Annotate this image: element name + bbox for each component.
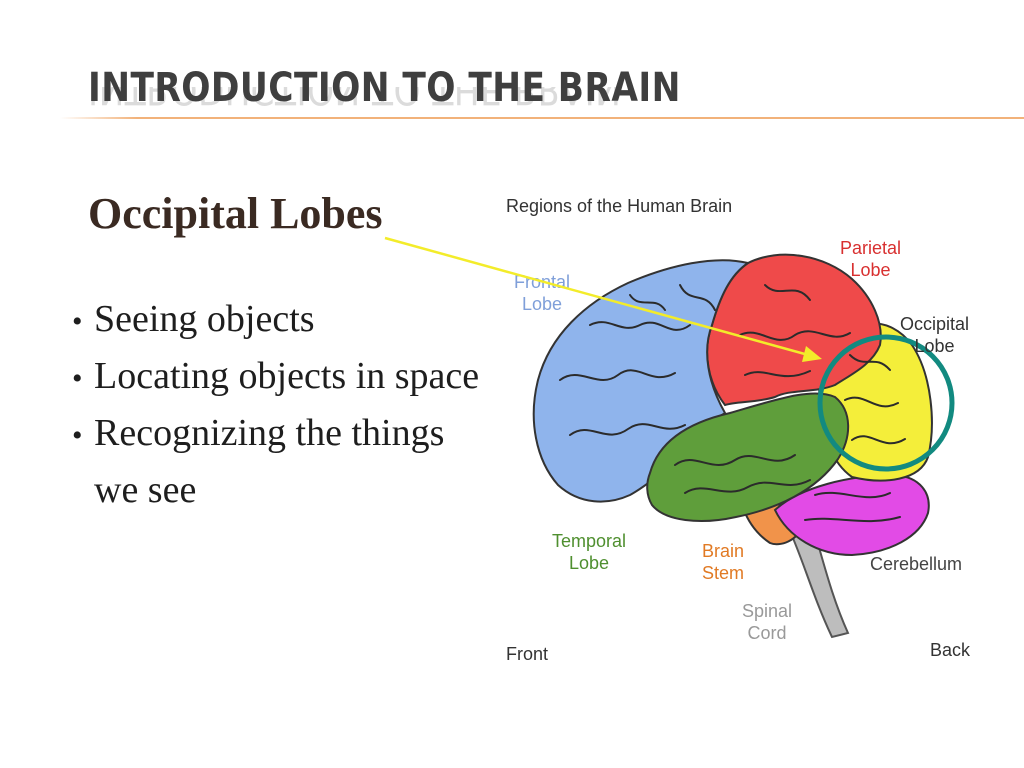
- bullet-dot-icon: •: [72, 419, 83, 452]
- slide-title: Introduction to the Brain: [88, 65, 681, 111]
- label-temporal-lobe: Temporal Lobe: [552, 531, 627, 573]
- bullet-dot-icon: •: [72, 362, 83, 395]
- brain-diagram: Regions of the Human Brain Frontal Lobe …: [480, 175, 1000, 695]
- diagram-heading: Regions of the Human Brain: [506, 196, 733, 216]
- title-underline: [60, 117, 1024, 119]
- bullet-item: • Locating objects in space: [72, 349, 484, 406]
- label-frontal-lobe: Frontal Lobe: [514, 272, 571, 314]
- bullet-text: Locating objects in space: [94, 355, 480, 397]
- label-front: Front: [506, 644, 549, 664]
- slide-subtitle: Occipital Lobes: [88, 189, 383, 238]
- cerebellum-region: [773, 473, 930, 557]
- bullet-item: • Seeing objects: [72, 292, 484, 349]
- occipital-highlight-circle: [817, 334, 955, 472]
- bullet-list: • Seeing objects • Locating objects in spa…: [72, 292, 484, 517]
- bullet-dot-icon: •: [72, 305, 83, 338]
- label-parietal-lobe: Parietal Lobe: [840, 238, 902, 280]
- bullet-item: • Recognizing the things we see: [72, 406, 484, 517]
- label-cerebellum: Cerebellum: [870, 554, 963, 574]
- label-back: Back: [930, 640, 971, 660]
- brain-illustration: [532, 253, 955, 639]
- title-area: Introduction to the Brain Introduction t…: [88, 65, 777, 111]
- label-spinal-cord: Spinal Cord: [742, 601, 793, 643]
- slide-title-reflection: Introduction to the Brain: [88, 87, 621, 109]
- bullet-text: Seeing objects: [94, 298, 315, 340]
- bullet-text: Recognizing the things we see: [94, 412, 445, 511]
- label-occipital-lobe: Occipital Lobe: [900, 314, 970, 356]
- label-brain-stem: Brain Stem: [702, 541, 745, 583]
